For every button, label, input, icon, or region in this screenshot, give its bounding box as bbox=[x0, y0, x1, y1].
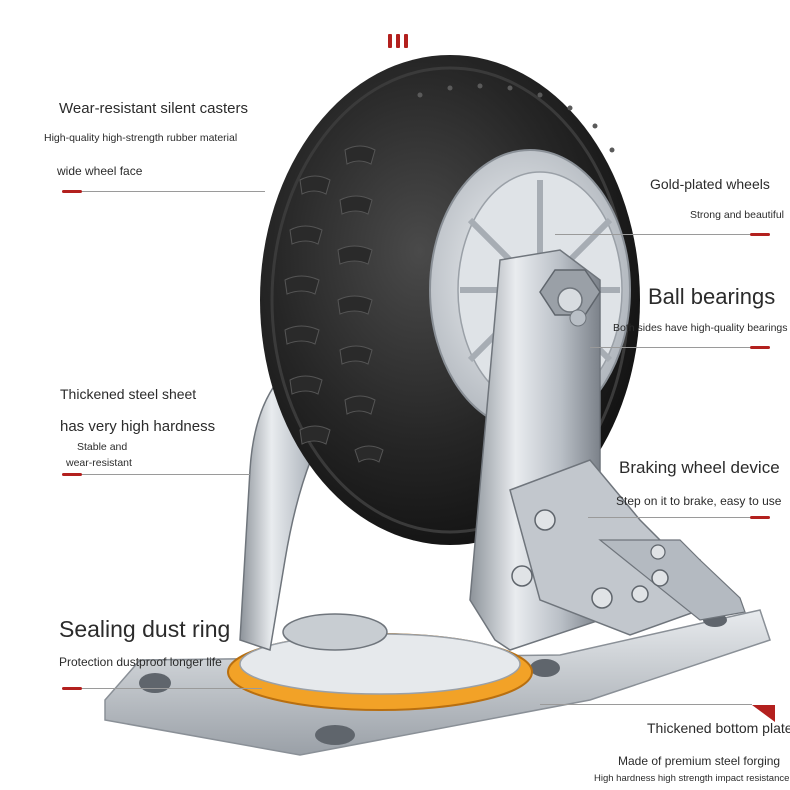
bearings-title: Ball bearings bbox=[648, 284, 776, 309]
dust-ring bbox=[227, 613, 533, 711]
plate-line1: Made of premium steel forging bbox=[618, 754, 781, 768]
plate-leader-line bbox=[540, 704, 752, 705]
bearings-accent-dash bbox=[750, 346, 770, 349]
corner-accent bbox=[752, 705, 775, 722]
casters-accent-dash bbox=[62, 190, 82, 193]
brake-title: Braking wheel device bbox=[619, 458, 780, 477]
wheels-accent-dash bbox=[750, 233, 770, 236]
steel-line3: wear-resistant bbox=[66, 457, 132, 469]
brake-accent-dash bbox=[750, 516, 770, 519]
bearings-subtitle: Both sides have high-quality bearings bbox=[613, 322, 788, 334]
brake-subtitle: Step on it to brake, easy to use bbox=[616, 494, 782, 508]
wheels-leader-line bbox=[555, 234, 750, 235]
steel-line2: Stable and bbox=[77, 441, 128, 453]
steel-leader-line bbox=[82, 474, 250, 475]
seal-leader-line bbox=[82, 688, 262, 689]
steel-line1: has very high hardness bbox=[60, 418, 216, 435]
casters-leader-line bbox=[82, 191, 265, 192]
casters-line1: High-quality high-strength rubber materi… bbox=[44, 132, 238, 144]
casters-line2: wide wheel face bbox=[57, 164, 143, 178]
brake-leader-line bbox=[588, 517, 750, 518]
plate-line2: High hardness high strength impact resis… bbox=[594, 773, 790, 784]
seal-accent-dash bbox=[62, 687, 82, 690]
casters-title: Wear-resistant silent casters bbox=[59, 100, 248, 117]
plate-title: Thickened bottom plate bbox=[647, 720, 790, 736]
seal-title: Sealing dust ring bbox=[59, 616, 231, 642]
steel-title: Thickened steel sheet bbox=[60, 386, 197, 402]
wheels-title: Gold-plated wheels bbox=[650, 176, 770, 192]
brake-assembly bbox=[509, 459, 746, 636]
bearings-leader-line bbox=[590, 347, 750, 348]
wheels-subtitle: Strong and beautiful bbox=[690, 209, 784, 221]
steel-accent-dash bbox=[62, 473, 82, 476]
axle-nut bbox=[539, 269, 601, 327]
accent-marks bbox=[388, 34, 412, 53]
seal-subtitle: Protection dustproof longer life bbox=[59, 655, 222, 669]
